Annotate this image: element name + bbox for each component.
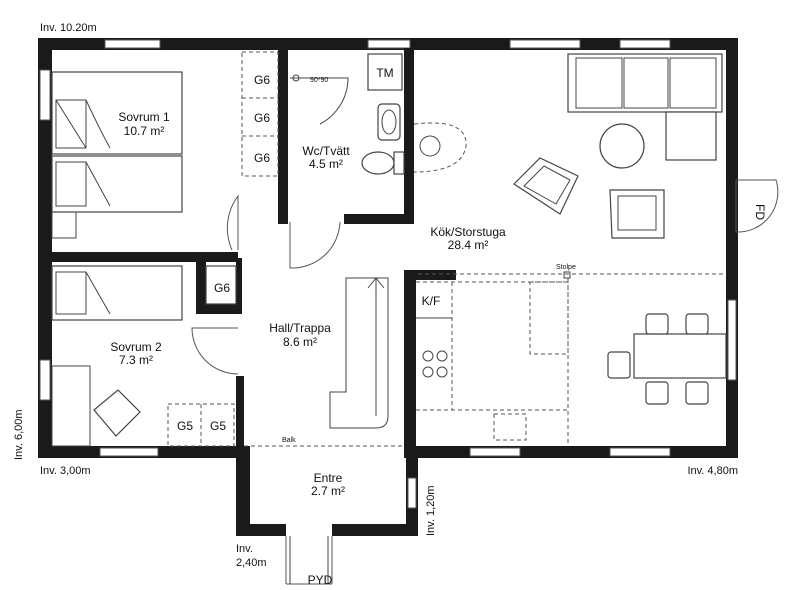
dim-left-side: Inv. 6,00m bbox=[13, 409, 25, 460]
dim-top-left: Inv. 10.20m bbox=[40, 22, 97, 34]
entry: Entre 2.7 m² PYD bbox=[285, 471, 345, 587]
armchair-1 bbox=[513, 157, 579, 215]
bedroom-2: G6 Sovrum 2 7.3 m² G5 G5 bbox=[51, 265, 239, 447]
wardrobe-label-4: G6 bbox=[214, 281, 230, 295]
room-area-bedroom1: 10.7 m² bbox=[124, 124, 165, 138]
wardrobe-label-1: G6 bbox=[254, 73, 270, 87]
dim-entry-bottom-2: 2,40m bbox=[236, 557, 267, 569]
door-pyd bbox=[285, 536, 333, 585]
coffee-table bbox=[599, 123, 645, 169]
pillar-label: Stolpe bbox=[556, 264, 576, 271]
wc-room: 90*90 TM Wc/Tvätt 4.5 m² bbox=[289, 53, 467, 269]
bedroom-1: Sovrum 1 10.7 m² G6 G6 G6 bbox=[51, 51, 279, 251]
toilet bbox=[361, 151, 395, 175]
wardrobe-g6-hall bbox=[205, 265, 237, 305]
sink bbox=[377, 103, 401, 141]
room-name-wc: Wc/Tvätt bbox=[302, 144, 350, 158]
hall-stairs: Hall/Trappa 8.6 m² Balk bbox=[244, 277, 404, 447]
dining-table bbox=[633, 333, 727, 379]
shower-label: 90*90 bbox=[310, 77, 328, 84]
fridge-label: K/F bbox=[422, 294, 441, 308]
kitchen-living: Kök/Storstuga 28.4 m² Stolpe K/F FD bbox=[416, 53, 779, 446]
room-area-entry: 2.7 m² bbox=[311, 484, 345, 498]
room-area-wc: 4.5 m² bbox=[309, 157, 343, 171]
wardrobe-label-6: G5 bbox=[210, 419, 226, 433]
room-name-bedroom2: Sovrum 2 bbox=[110, 340, 162, 354]
staircase bbox=[329, 277, 389, 429]
interior-walls bbox=[38, 48, 456, 458]
armchair-2 bbox=[609, 189, 665, 239]
beam-label: Balk bbox=[282, 437, 296, 444]
wardrobe-label-5: G5 bbox=[177, 419, 193, 433]
dim-bottom-left: Inv. 3,00m bbox=[40, 465, 91, 477]
room-name-bedroom1: Sovrum 1 bbox=[118, 110, 170, 124]
pyd-label: PYD bbox=[308, 573, 333, 587]
bed-1b bbox=[51, 155, 183, 213]
wardrobe-label-3: G6 bbox=[254, 151, 270, 165]
room-area-kitchen: 28.4 m² bbox=[448, 238, 489, 252]
room-name-kitchen: Kök/Storstuga bbox=[430, 225, 506, 239]
room-name-entry: Entre bbox=[314, 471, 343, 485]
door-bedroom1 bbox=[226, 194, 239, 251]
dimensions: Inv. 10.20m Inv. 6,00m Inv. 3,00m Inv. 4… bbox=[13, 22, 738, 569]
dim-entry-side: Inv. 1,20m bbox=[425, 485, 437, 536]
door-fd bbox=[735, 179, 779, 233]
windows bbox=[39, 39, 737, 509]
door-bedroom2 bbox=[191, 327, 239, 375]
washer-symbol bbox=[419, 135, 441, 157]
room-name-hall: Hall/Trappa bbox=[269, 321, 331, 335]
room-area-hall: 8.6 m² bbox=[283, 335, 317, 349]
wardrobe-label-2: G6 bbox=[254, 111, 270, 125]
room-area-bedroom2: 7.3 m² bbox=[119, 353, 153, 367]
door-wc bbox=[289, 221, 341, 269]
desk-chair bbox=[93, 389, 141, 437]
wardrobe-g6-group bbox=[241, 51, 279, 177]
tm-label: TM bbox=[376, 66, 393, 80]
bed-2 bbox=[51, 265, 183, 321]
fd-label: FD bbox=[753, 204, 767, 220]
sofa bbox=[567, 53, 723, 113]
dim-entry-bottom-1: Inv. bbox=[236, 543, 253, 555]
bed-1a bbox=[51, 71, 183, 155]
sofa-chaise bbox=[665, 111, 717, 161]
tumble-dryer bbox=[367, 53, 403, 91]
dim-bottom-right: Inv. 4,80m bbox=[687, 465, 738, 477]
